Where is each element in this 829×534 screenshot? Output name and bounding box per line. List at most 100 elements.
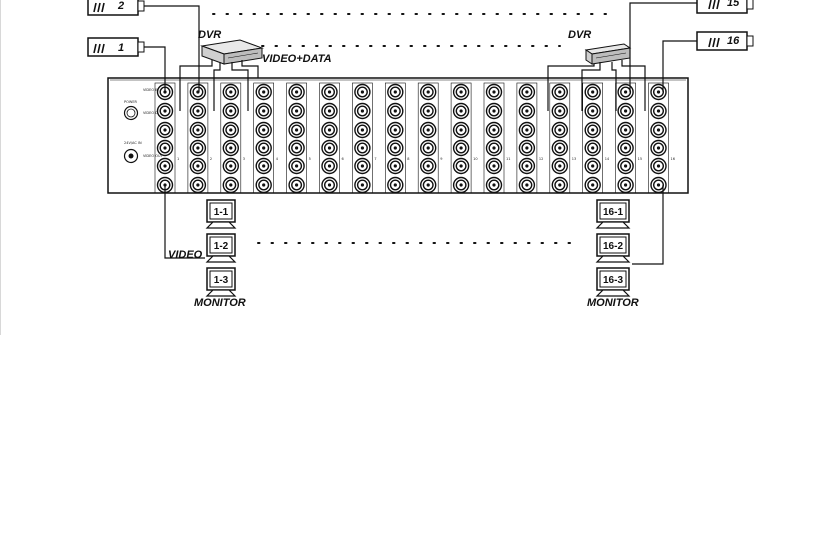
panel-label-video-out: VIDEO OUT xyxy=(143,154,164,158)
bnc-connector-icon xyxy=(255,139,272,157)
bnc-connector-icon xyxy=(584,176,601,194)
bnc-connector-icon xyxy=(288,176,305,194)
bnc-column-8 xyxy=(384,82,406,194)
bnc-connector-icon xyxy=(518,83,536,101)
monitor-stack-left: 1-1 1-2 1-3 xyxy=(205,199,237,297)
bnc-connector-icon xyxy=(551,176,568,194)
bnc-connector-icon xyxy=(189,121,207,139)
monitor-1-1: 1-1 xyxy=(205,199,237,229)
bnc-connector-icon xyxy=(617,176,634,194)
panel-label-power: POWER xyxy=(124,100,138,104)
bnc-connector-icon xyxy=(189,83,207,101)
bnc-connector-icon xyxy=(518,102,536,120)
bnc-connector-icon xyxy=(321,83,338,101)
bnc-connector-icon xyxy=(387,139,404,157)
bnc-connector-icon xyxy=(617,83,634,101)
bnc-connector-icon xyxy=(420,176,437,194)
bnc-connector-icon xyxy=(617,121,634,139)
bnc-connector-icon xyxy=(156,102,174,120)
monitor-right-label: MONITOR xyxy=(587,297,639,309)
bnc-connector-icon xyxy=(156,157,174,175)
bnc-connector-icon xyxy=(288,121,305,139)
bnc-connector-icon xyxy=(518,139,536,157)
channel-number: 4 xyxy=(276,157,279,161)
bnc-connector-icon xyxy=(222,83,240,101)
bnc-connector-icon xyxy=(584,157,601,175)
bnc-column-2 xyxy=(187,82,209,194)
channel-number: 11 xyxy=(506,157,510,161)
bnc-connector-icon xyxy=(420,83,437,101)
distribution-panel: VIDEO IN POWER VIDEO DATA 24V/AC IN VIDE… xyxy=(107,77,689,194)
bnc-connector-icon xyxy=(584,102,601,120)
bnc-connector-icon xyxy=(189,157,207,175)
channel-number: 1 xyxy=(177,157,179,161)
bnc-connector-icon xyxy=(617,157,634,175)
bnc-connector-icon xyxy=(387,121,404,139)
bnc-connector-icon xyxy=(222,102,240,120)
camera-16-number: 16 xyxy=(727,35,740,47)
bnc-connector-icon xyxy=(354,83,371,101)
monitor-stack-right: 16-1 16-2 16-3 xyxy=(595,199,631,297)
bnc-connector-icon xyxy=(452,176,470,194)
bnc-connector-icon xyxy=(354,121,371,139)
bnc-column-7 xyxy=(352,82,373,194)
bnc-column-6 xyxy=(319,82,340,194)
monitor-16-3: 16-3 xyxy=(595,267,631,297)
bnc-connector-icon xyxy=(650,139,667,157)
monitor-label: 1-3 xyxy=(214,275,229,286)
bnc-connector-icon xyxy=(551,102,568,120)
bnc-connector-icon xyxy=(288,157,305,175)
bnc-connector-icon xyxy=(551,121,568,139)
camera-1: 1 xyxy=(87,37,145,57)
panel-label-video-data: VIDEO DATA xyxy=(143,111,165,115)
bnc-connector-icon xyxy=(485,157,503,175)
monitor-label: 16-1 xyxy=(603,207,623,218)
dvr-left-label: DVR xyxy=(198,29,221,41)
camera-2: 2 xyxy=(87,0,145,16)
bnc-connector-icon xyxy=(321,157,338,175)
monitor-16-2: 16-2 xyxy=(595,233,631,263)
monitor-16-1: 16-1 xyxy=(595,199,631,229)
bnc-connector-icon xyxy=(255,121,272,139)
bnc-column-3 xyxy=(220,82,242,194)
monitor-label: 1-1 xyxy=(214,207,229,218)
monitor-1-3: 1-3 xyxy=(205,267,237,297)
panel-label-24v-in: 24V/AC IN xyxy=(124,141,142,145)
channel-number: 10 xyxy=(473,157,477,161)
bnc-connector-icon xyxy=(387,83,404,101)
bnc-connector-icon xyxy=(321,139,338,157)
bnc-column-14 xyxy=(582,82,604,194)
monitor-label: 16-2 xyxy=(603,241,623,252)
bnc-connector-icon xyxy=(354,157,371,175)
bnc-connector-icon xyxy=(485,102,503,120)
channel-number: 12 xyxy=(539,157,543,161)
camera-15: 15 xyxy=(696,0,754,14)
channel-number: 6 xyxy=(342,157,344,161)
channel-number: 5 xyxy=(309,157,311,161)
bnc-connector-icon xyxy=(156,121,174,139)
bnc-connector-icon xyxy=(650,102,667,120)
dvr-right-label: DVR xyxy=(568,29,591,41)
bnc-connector-icon xyxy=(584,139,601,157)
bnc-connector-icon xyxy=(452,121,470,139)
bnc-connector-icon xyxy=(551,139,568,157)
dvr-left: DVR xyxy=(198,29,264,65)
dvr-right: DVR xyxy=(568,29,632,65)
bnc-connector-icon xyxy=(420,139,437,157)
channel-number: 7 xyxy=(374,157,376,161)
bnc-connector-icon xyxy=(617,102,634,120)
bnc-connector-icon xyxy=(255,157,272,175)
bnc-connector-icon xyxy=(222,139,240,157)
bnc-connector-icon xyxy=(189,139,207,157)
bnc-channel-columns xyxy=(154,82,669,194)
bnc-connector-icon xyxy=(222,157,240,175)
bnc-connector-icon xyxy=(452,102,470,120)
bnc-connector-icon xyxy=(222,121,240,139)
bnc-connector-icon xyxy=(288,83,305,101)
channel-number: 9 xyxy=(440,157,442,161)
bnc-connector-icon xyxy=(584,83,601,101)
bnc-connector-icon xyxy=(650,121,667,139)
monitor-1-2: 1-2 xyxy=(205,233,237,263)
monitor-label: 16-3 xyxy=(603,275,623,286)
